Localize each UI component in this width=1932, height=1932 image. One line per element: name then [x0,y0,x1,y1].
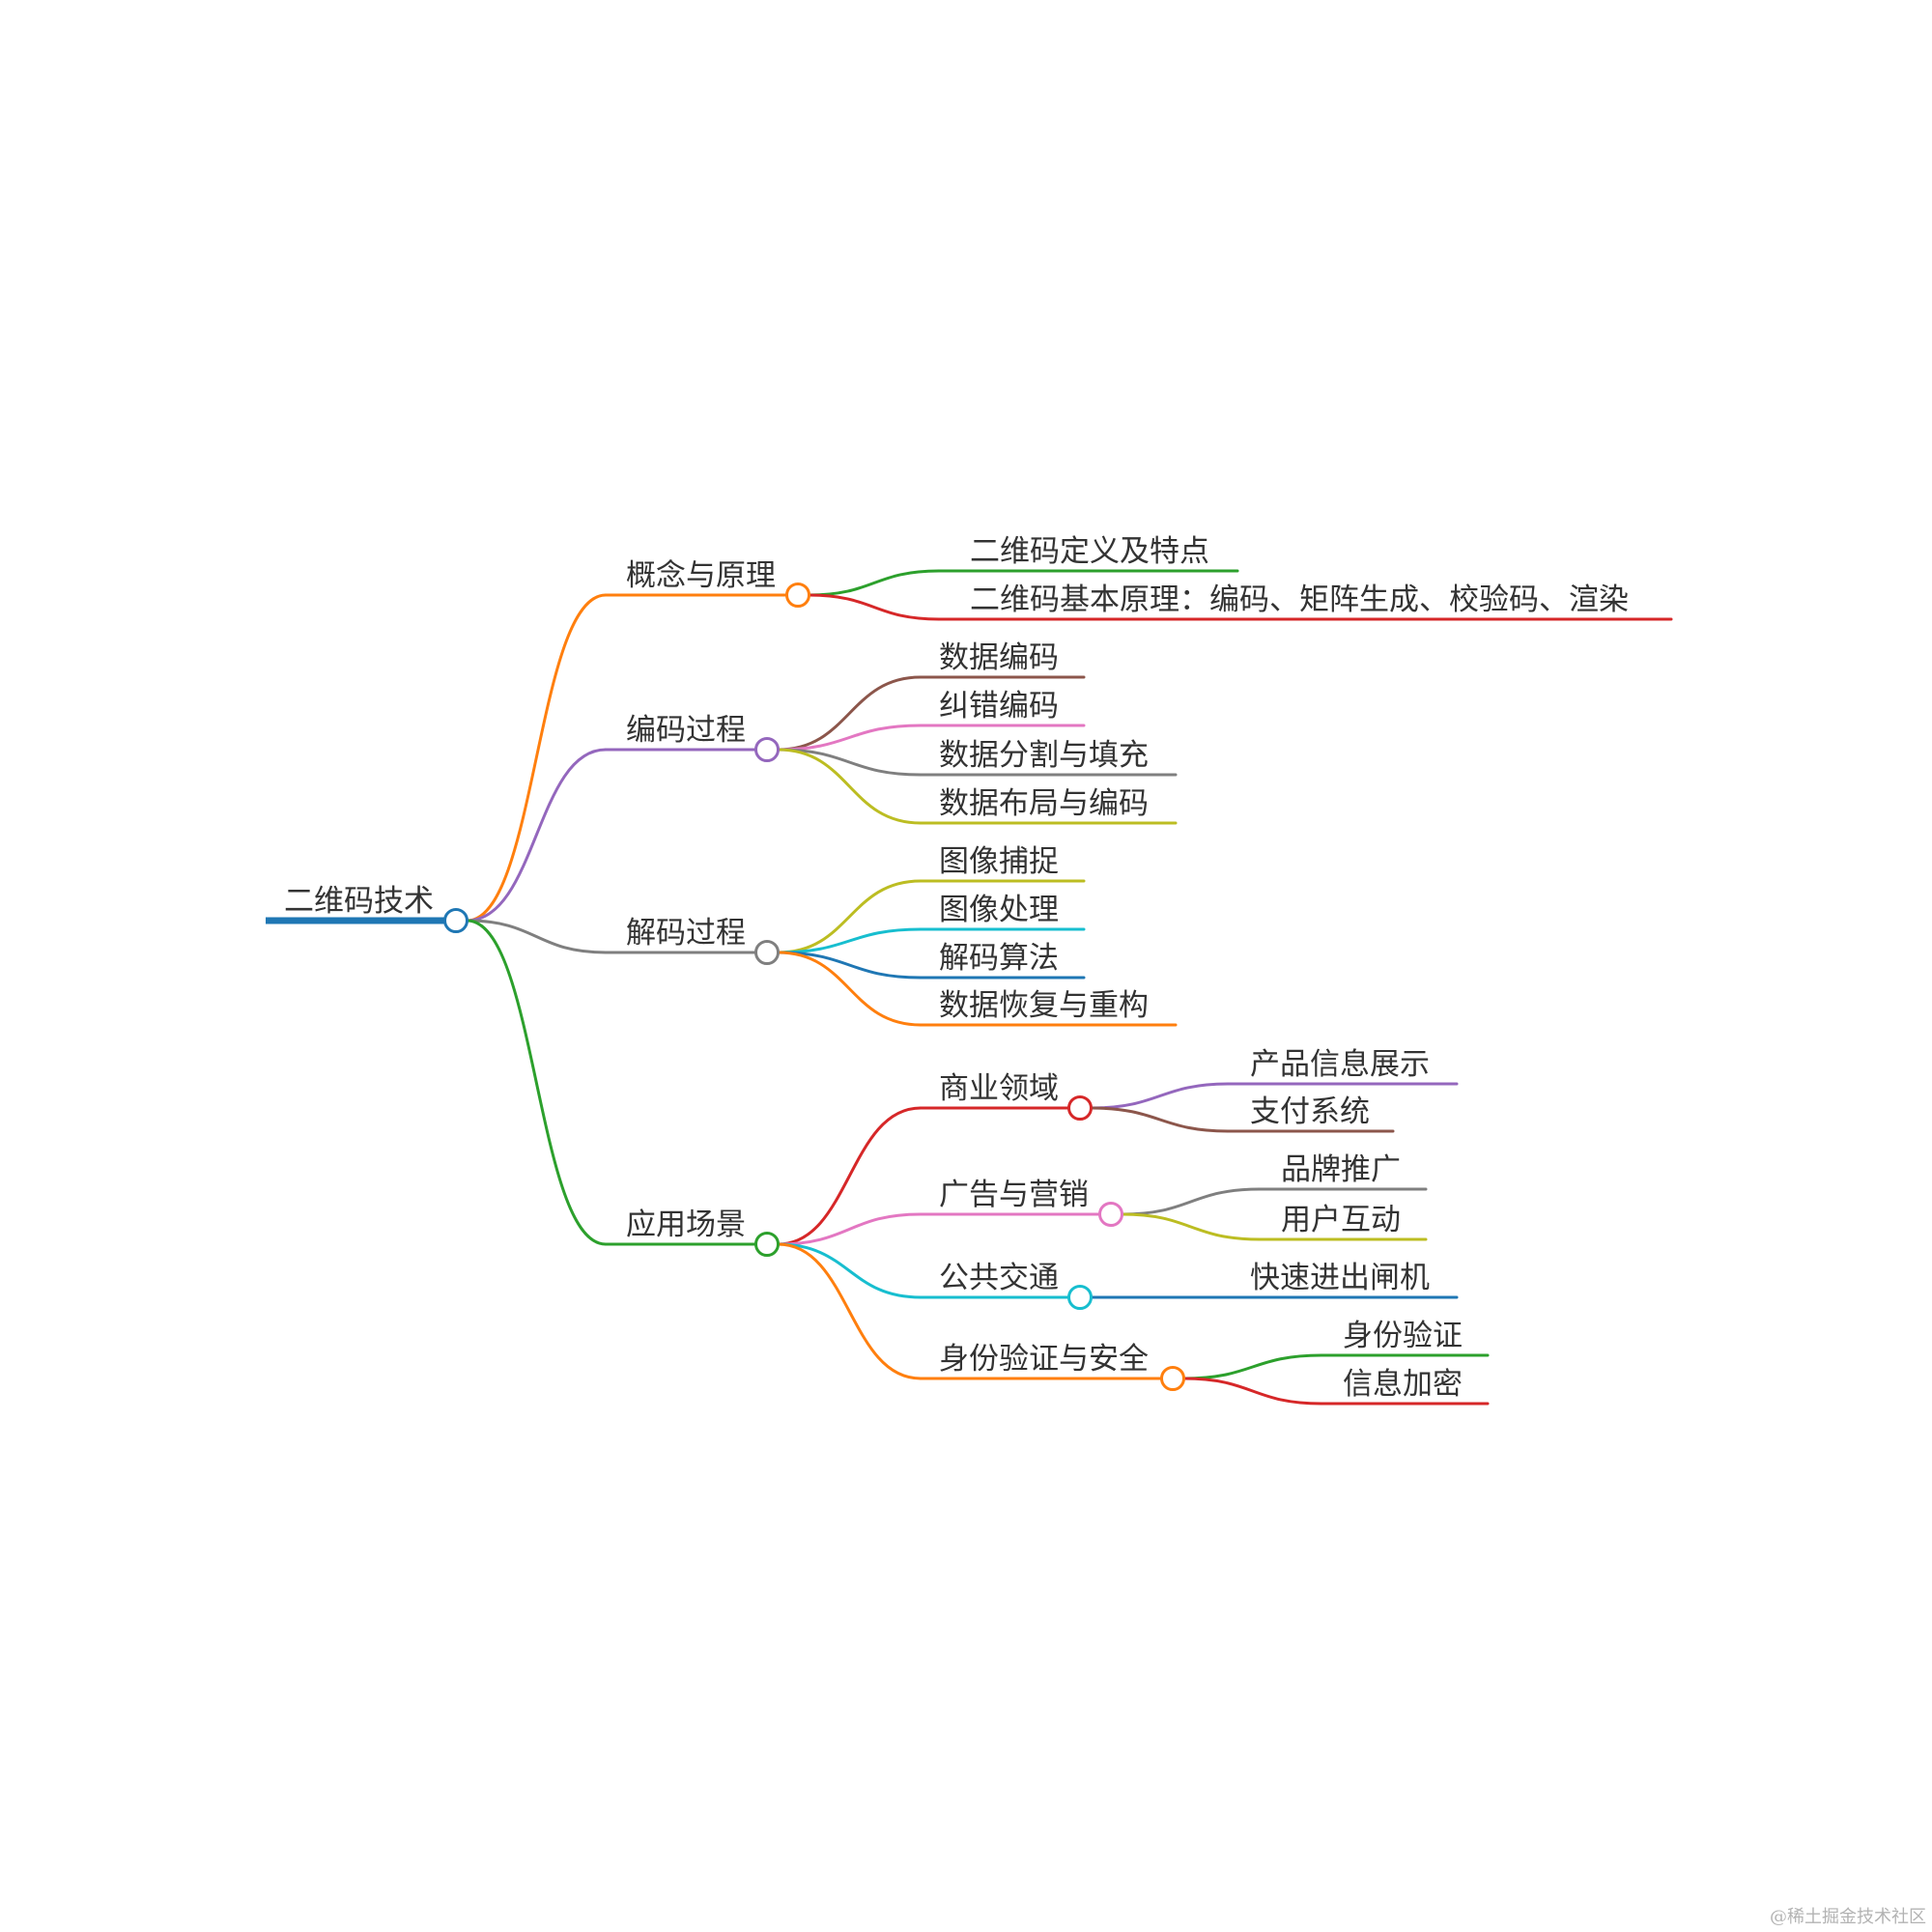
node-label: 信息加密 [1343,1367,1463,1402]
mindmap-node: 身份验证 [1182,1319,1490,1380]
node-label: 数据分割与填充 [939,738,1149,773]
mindmap-node: 公共交通 快速进出闸机 [777,1242,1459,1310]
mindmap-node: 快速进出闸机 [1090,1261,1459,1299]
mindmap-node: 数据布局与编码 [777,748,1178,825]
connector-curve [777,1242,923,1380]
node-label: 品牌推广 [1281,1152,1401,1187]
mindmap-node: 数据编码 [777,640,1086,752]
mindmap-node: 二维码基本原理：编码、矩阵生成、校验码、渲染 [808,582,1673,621]
connector-curve [777,748,923,825]
connector-curve [1121,1187,1262,1216]
node-label: 概念与原理 [626,558,776,593]
mindmap-node: 图像处理 [777,893,1086,954]
mindmap-node: 支付系统 [1090,1094,1395,1133]
node-label: 应用场景 [626,1208,746,1242]
node-label: 数据编码 [939,640,1059,675]
connector-curve [466,919,608,954]
connector-curve [777,724,923,752]
connector-curve [466,593,608,923]
connector-curve [777,748,923,777]
mindmap-node: 解码算法 [777,941,1086,980]
node-label: 图像捕捉 [939,844,1059,879]
connector-curve [1182,1377,1323,1406]
collapse-toggle-circle[interactable] [754,940,780,965]
node-label: 纠错编码 [939,689,1059,724]
connector-curve [777,1242,923,1299]
mindmap-node: 数据恢复与重构 [777,951,1178,1027]
node-label: 公共交通 [939,1261,1059,1295]
mindmap-branches: 概念与原理二维码定义及特点二维码基本原理：编码、矩阵生成、校验码、渲染编码过程数… [466,534,1673,1406]
node-label: 支付系统 [1250,1094,1370,1129]
node-label: 快速进出闸机 [1250,1261,1430,1295]
connector-curve [1182,1353,1323,1380]
collapse-toggle-circle[interactable] [754,1232,780,1257]
collapse-toggle-circle[interactable] [1160,1366,1185,1391]
node-label: 身份验证 [1343,1319,1463,1353]
root-label: 二维码技术 [284,884,434,919]
collapse-toggle-circle[interactable] [754,737,780,762]
collapse-toggle-circle[interactable] [1067,1285,1093,1310]
connector-curve [1090,1106,1231,1133]
connector-curve [777,951,923,980]
node-label: 商业领域 [939,1071,1059,1106]
node-label: 用户互动 [1281,1203,1401,1237]
connector-curve [777,1212,923,1246]
collapse-toggle-circle[interactable] [1098,1202,1123,1227]
node-label: 数据恢复与重构 [939,988,1149,1023]
connector-curve [777,1106,923,1246]
mindmap-node: 图像捕捉 [777,844,1086,954]
collapse-toggle-circle[interactable] [785,582,810,608]
mindmap-node: 纠错编码 [777,689,1086,752]
node-label: 广告与营销 [939,1178,1089,1212]
node-label: 解码算法 [939,941,1059,976]
connector-curve [1090,1082,1231,1110]
node-label: 解码过程 [626,916,746,951]
node-label: 图像处理 [939,893,1059,927]
mindmap-node: 用户互动 [1121,1203,1428,1241]
node-label: 二维码定义及特点 [970,534,1209,569]
node-label: 二维码基本原理：编码、矩阵生成、校验码、渲染 [970,582,1629,617]
connector-curve [808,569,941,597]
mindmap-node: 二维码定义及特点 [808,534,1239,597]
node-label: 身份验证与安全 [939,1342,1149,1377]
mindmap-node: 信息加密 [1182,1367,1490,1406]
connector-curve [777,951,923,1027]
connector-curve [777,879,923,954]
mindmap-node: 数据分割与填充 [777,738,1178,777]
mindmap-root-node: 二维码技术 [266,884,469,933]
connector-curve [808,593,941,621]
root-collapse-toggle-circle[interactable] [443,908,469,933]
connector-curve [777,927,923,954]
mindmap-node: 品牌推广 [1121,1152,1428,1216]
node-label: 产品信息展示 [1250,1047,1430,1082]
mindmap-node: 产品信息展示 [1090,1047,1459,1110]
collapse-toggle-circle[interactable] [1067,1095,1093,1121]
connector-curve [466,919,608,1246]
node-label: 编码过程 [626,713,746,748]
connector-curve [777,675,923,752]
connector-curve [1121,1212,1262,1241]
watermark-text: @稀土掘金技术社区 [1770,1907,1926,1927]
connector-curve [466,748,608,923]
node-label: 数据布局与编码 [939,786,1149,821]
